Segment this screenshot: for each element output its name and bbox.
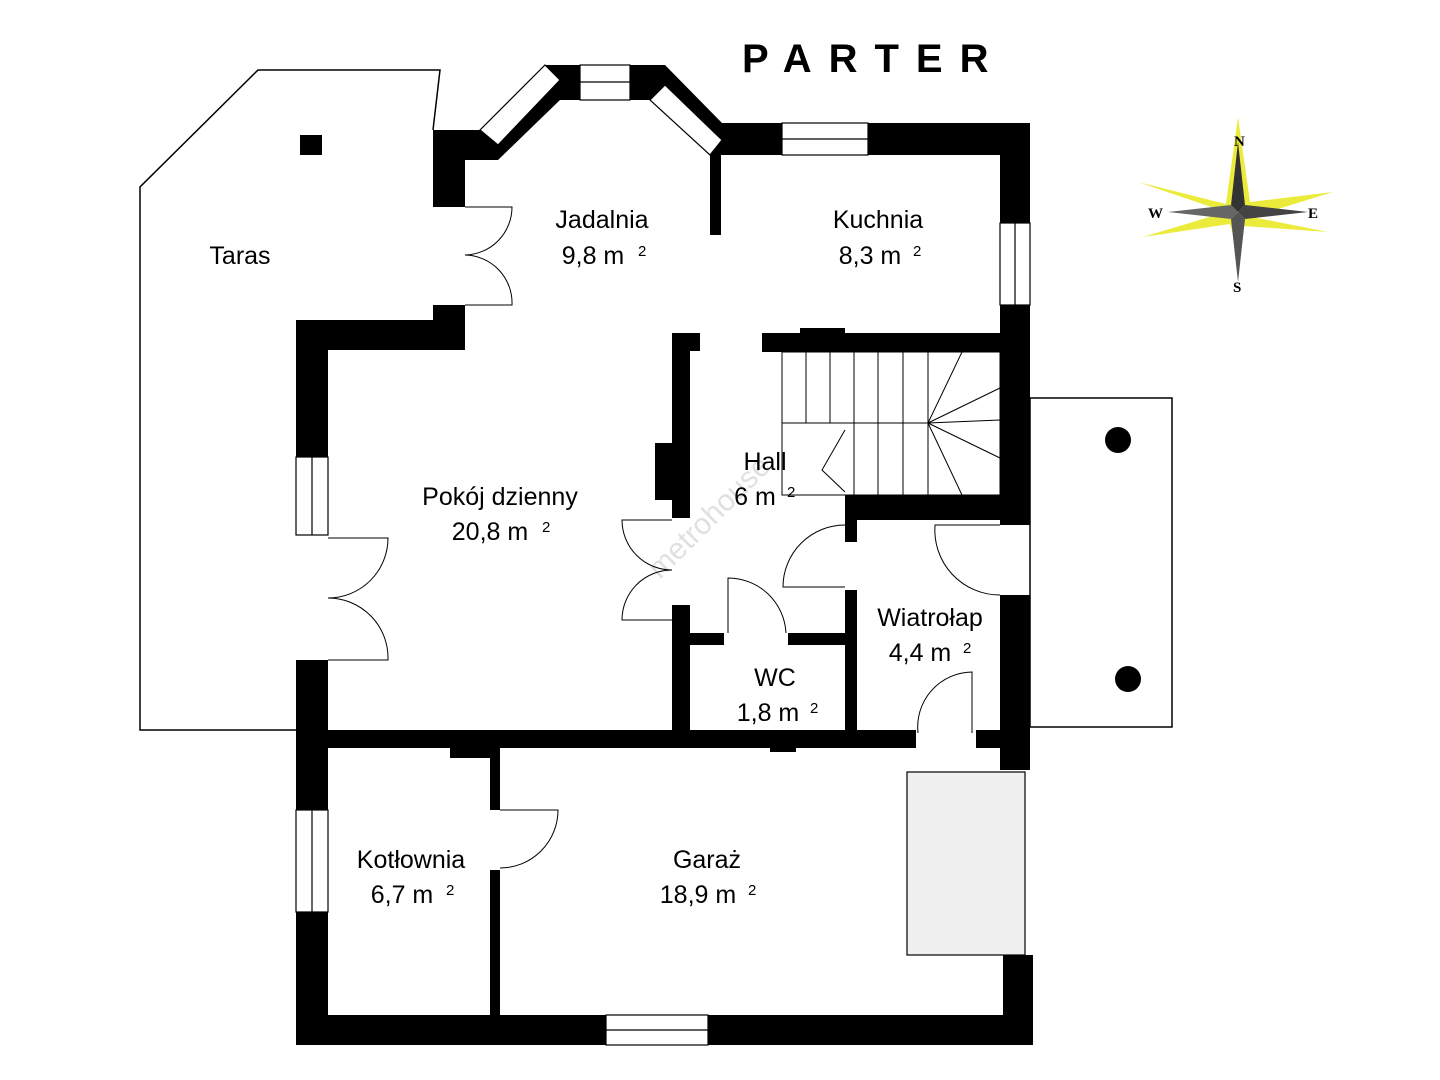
room-area: 6 m bbox=[734, 483, 776, 511]
compass-n: N bbox=[1234, 134, 1245, 150]
room-labels: Taras Jadalnia 9,8 m 2 Kuchnia 8,3 m 2 P… bbox=[209, 206, 982, 909]
area-unit-sup: 2 bbox=[748, 882, 756, 899]
room-name: Wiatrołap bbox=[877, 604, 983, 632]
terrace-outline bbox=[139, 69, 441, 731]
area-unit-sup: 2 bbox=[787, 484, 795, 501]
room-name: WC bbox=[754, 664, 796, 692]
room-name: Hall bbox=[743, 448, 786, 476]
room-area: 20,8 m bbox=[452, 518, 528, 546]
compass-w: W bbox=[1148, 206, 1163, 222]
porch-column bbox=[1115, 666, 1141, 692]
staircase bbox=[781, 351, 1001, 496]
terrace-post bbox=[300, 135, 322, 155]
area-unit-sup: 2 bbox=[638, 243, 646, 260]
windows bbox=[295, 64, 1031, 1046]
room-area: 8,3 m bbox=[839, 242, 902, 270]
room-area: 4,4 m bbox=[889, 639, 952, 667]
room-name: Pokój dzienny bbox=[422, 483, 578, 511]
room-name: Taras bbox=[209, 242, 270, 270]
room-name: Jadalnia bbox=[555, 206, 648, 234]
room-area: 9,8 m bbox=[562, 242, 625, 270]
compass-rose: N S E W bbox=[1138, 117, 1333, 296]
room-name: Kuchnia bbox=[833, 206, 923, 234]
area-unit-sup: 2 bbox=[913, 243, 921, 260]
doors bbox=[327, 206, 1001, 869]
compass-s: S bbox=[1233, 280, 1241, 296]
area-unit-sup: 2 bbox=[810, 700, 818, 717]
room-name: Garaż bbox=[673, 846, 741, 874]
plan-title: PARTER bbox=[742, 37, 1005, 81]
area-unit-sup: 2 bbox=[446, 882, 454, 899]
porch bbox=[1029, 397, 1173, 728]
area-unit-sup: 2 bbox=[542, 519, 550, 536]
room-area: 1,8 m bbox=[737, 699, 800, 727]
area-unit-sup: 2 bbox=[963, 640, 971, 657]
garage-cabinet bbox=[906, 771, 1026, 956]
room-area: 18,9 m bbox=[660, 881, 736, 909]
room-area: 6,7 m bbox=[371, 881, 434, 909]
room-name: Kotłownia bbox=[357, 846, 465, 874]
porch-column bbox=[1105, 427, 1131, 453]
compass-e: E bbox=[1308, 206, 1318, 222]
